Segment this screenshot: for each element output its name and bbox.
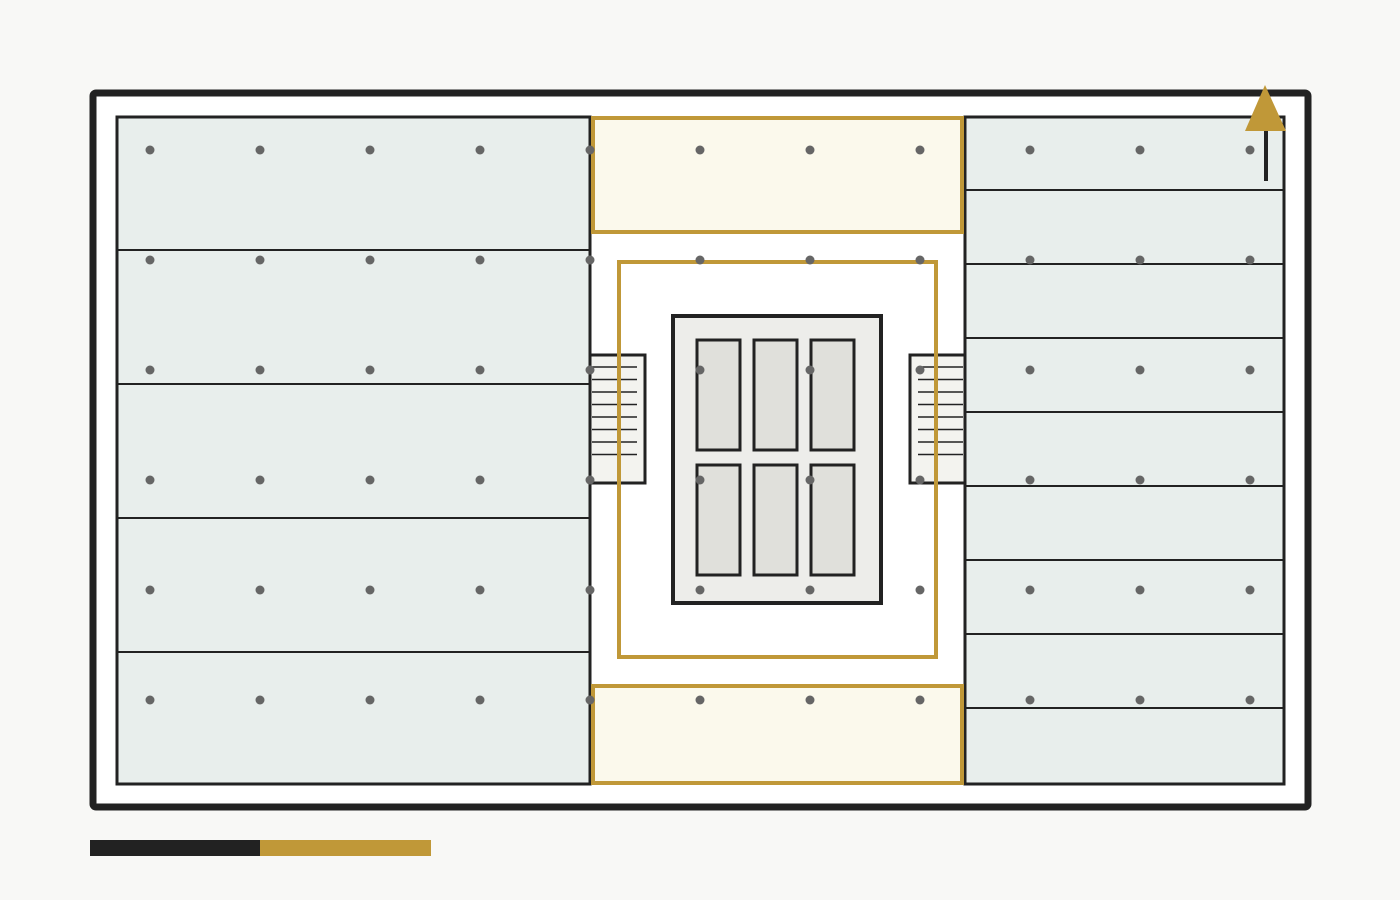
column-dot (915, 255, 925, 265)
column-dot (695, 585, 705, 595)
column-dot (1245, 585, 1255, 595)
elevator-car (752, 463, 799, 577)
column-dot (1245, 255, 1255, 265)
column-dot (695, 365, 705, 375)
column-dot (1245, 365, 1255, 375)
column-dot (1135, 585, 1145, 595)
column-dot (365, 145, 375, 155)
column-dot (1135, 255, 1145, 265)
column-dot (1245, 695, 1255, 705)
east-wing-outline (963, 115, 1286, 786)
column-dot (255, 145, 265, 155)
column-dot (695, 145, 705, 155)
column-dot (145, 475, 155, 485)
column-dot (585, 695, 595, 705)
column-dot (1025, 145, 1035, 155)
scale-bar-segment-gold (260, 840, 431, 856)
column-dot (915, 475, 925, 485)
column-dot (365, 255, 375, 265)
column-dot (805, 585, 815, 595)
column-dot (695, 475, 705, 485)
column-dot (915, 365, 925, 375)
column-dot (585, 475, 595, 485)
column-dot (1135, 145, 1145, 155)
column-dot (1025, 365, 1035, 375)
column-dot (695, 695, 705, 705)
structural-columns (145, 145, 1255, 705)
column-dot (365, 365, 375, 375)
column-dot (1135, 475, 1145, 485)
west-wing-outline (115, 115, 592, 786)
north-arrow-icon (1245, 85, 1286, 181)
column-dot (1025, 695, 1035, 705)
column-dot (805, 475, 815, 485)
scale-bar-segment-dark (90, 840, 260, 856)
south-highlight-zone (591, 684, 964, 785)
column-dot (1025, 585, 1035, 595)
column-dot (1245, 475, 1255, 485)
column-dot (145, 255, 155, 265)
column-dot (585, 255, 595, 265)
column-dot (475, 365, 485, 375)
column-dot (475, 585, 485, 595)
column-dot (915, 145, 925, 155)
column-dot (475, 695, 485, 705)
column-dot (475, 475, 485, 485)
column-dot (145, 585, 155, 595)
column-dot (255, 695, 265, 705)
column-dot (255, 585, 265, 595)
column-dot (915, 585, 925, 595)
column-dot (1135, 365, 1145, 375)
column-dot (145, 365, 155, 375)
east-office-wing (963, 115, 1286, 786)
column-dot (695, 255, 705, 265)
north-highlight-zone (591, 116, 964, 234)
column-dot (805, 145, 815, 155)
column-dot (145, 695, 155, 705)
column-dot (255, 365, 265, 375)
column-dot (1135, 695, 1145, 705)
column-dot (915, 695, 925, 705)
column-dot (475, 255, 485, 265)
column-dot (1025, 255, 1035, 265)
column-dot (805, 695, 815, 705)
column-dot (365, 585, 375, 595)
column-dot (1025, 475, 1035, 485)
elevator-car (695, 338, 742, 452)
column-dot (365, 475, 375, 485)
west-office-wing (115, 115, 592, 786)
elevator-core (671, 314, 883, 605)
column-dot (475, 145, 485, 155)
column-dot (145, 145, 155, 155)
column-dot (1245, 145, 1255, 155)
column-dot (585, 145, 595, 155)
column-dot (805, 365, 815, 375)
column-dot (805, 255, 815, 265)
elevator-car (695, 463, 742, 577)
column-dot (365, 695, 375, 705)
column-dot (255, 475, 265, 485)
elevator-car (809, 463, 856, 577)
column-dot (255, 255, 265, 265)
column-dot (585, 365, 595, 375)
elevator-car (809, 338, 856, 452)
column-dot (585, 585, 595, 595)
scale-bar (90, 840, 431, 856)
core-boundary (617, 260, 938, 659)
elevator-car (752, 338, 799, 452)
